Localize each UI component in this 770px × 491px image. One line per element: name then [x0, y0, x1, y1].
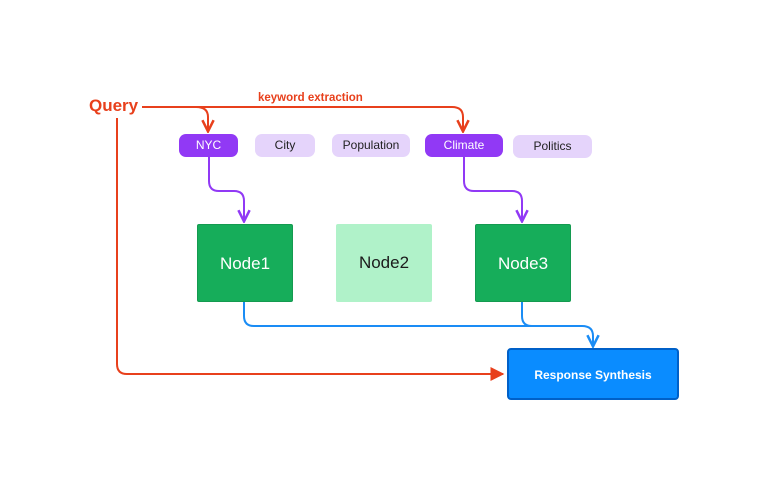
- edge-nyc-to-node1: [208, 157, 244, 220]
- edge-query-to-climate: [196, 106, 463, 130]
- edge-query-to-nyc: [142, 106, 208, 130]
- keyword-extraction-label: keyword extraction: [258, 92, 363, 104]
- edge-query-to-synthesis: [116, 118, 505, 381]
- keyword-city: City: [255, 134, 315, 157]
- edge-node1-to-synthesis: [243, 302, 593, 345]
- edge-climate-to-node3: [463, 157, 522, 220]
- keyword-population: Population: [332, 134, 410, 157]
- node-3: Node3: [475, 224, 571, 302]
- node-1: Node1: [197, 224, 293, 302]
- keyword-nyc: NYC: [179, 134, 238, 157]
- keyword-politics: Politics: [513, 135, 592, 158]
- keyword-climate: Climate: [425, 134, 503, 157]
- edge-node3-to-synthesis: [521, 302, 533, 327]
- response-synthesis-box: Response Synthesis: [507, 348, 679, 400]
- node-2: Node2: [336, 224, 432, 302]
- query-label: Query: [89, 96, 139, 115]
